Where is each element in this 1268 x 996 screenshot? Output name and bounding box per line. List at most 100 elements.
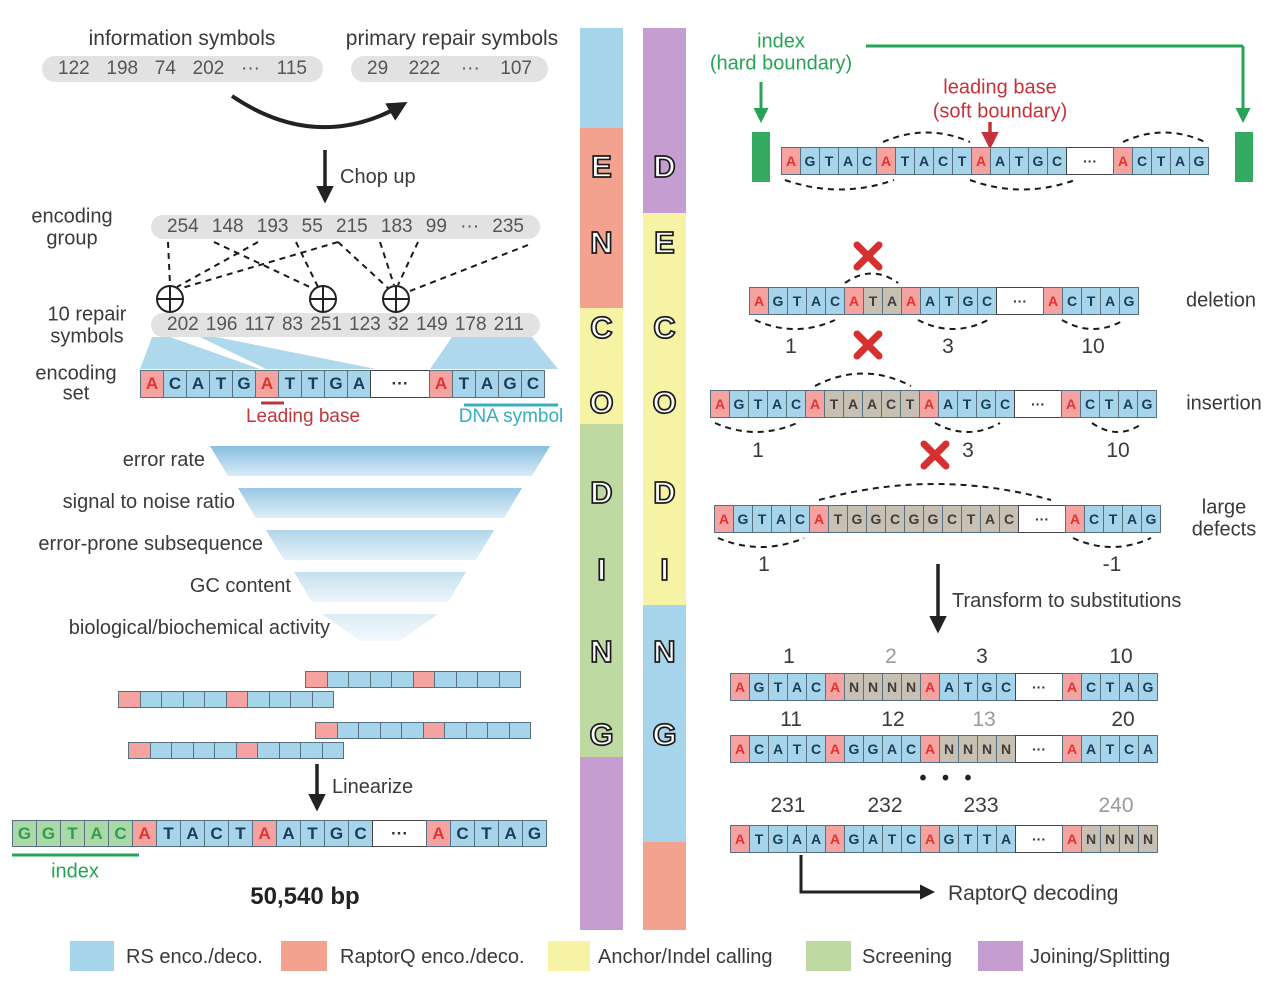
- dna-base-cell: A: [838, 147, 858, 175]
- dna-base-cell: C: [806, 735, 826, 763]
- group-number: 20: [1111, 708, 1135, 731]
- stage-bar-letter: G: [652, 716, 678, 753]
- dna-base-cell: A: [914, 147, 934, 175]
- dna-base-cell: T: [156, 820, 181, 847]
- dna-base-cell: N: [939, 735, 959, 763]
- dna-base-cell: T: [863, 287, 883, 315]
- strand-cell: [257, 742, 280, 759]
- legend-swatch-anchor: [548, 941, 590, 971]
- strand-cell: [247, 691, 270, 708]
- dna-base-cell: N: [882, 673, 902, 701]
- dna-ellipsis-cell: ···: [996, 287, 1044, 315]
- dna-base-cell: A: [876, 147, 896, 175]
- dna-ellipsis-cell: ···: [1066, 147, 1114, 175]
- strand-cell: [225, 691, 248, 708]
- pill-value: 55: [301, 216, 323, 237]
- dna-base-cell: A: [1065, 505, 1085, 533]
- dna-base-cell: G: [324, 370, 348, 398]
- stage-bar-letter: I: [659, 551, 669, 588]
- dna-base-cell: A: [426, 820, 451, 847]
- stage-bar-segment: [580, 308, 623, 424]
- dna-base-cell: T: [939, 287, 959, 315]
- dna-base-cell: T: [1100, 735, 1120, 763]
- strand-cell: [192, 742, 215, 759]
- index-boundary-bar-right: [1235, 132, 1253, 182]
- legend-label-screening: Screening: [862, 946, 953, 968]
- dna-base-cell: G: [800, 147, 820, 175]
- dna-base-cell: A: [825, 673, 845, 701]
- legend-label-joining: Joining/Splitting: [1030, 946, 1171, 968]
- group-number: 240: [1098, 794, 1134, 817]
- xor-dashed-lines: [167, 241, 529, 292]
- dna-base-cell: T: [819, 147, 839, 175]
- strand-cell: [358, 722, 381, 739]
- dna-base-cell: T: [977, 825, 997, 853]
- ellipsis-rows: • • •: [919, 767, 977, 790]
- strand-cell: [235, 742, 258, 759]
- dna-strand: [315, 722, 531, 739]
- dna-base-cell: T: [301, 370, 325, 398]
- index-boundary-bar-left: [752, 132, 770, 182]
- pill-value: 211: [493, 314, 524, 335]
- dna-base-cell: N: [1138, 825, 1158, 853]
- pill-value: 99: [425, 216, 447, 237]
- dna-base-cell: T: [749, 825, 769, 853]
- dna-base-cell: A: [429, 370, 453, 398]
- dna-base-cell: A: [920, 287, 940, 315]
- dna-strand: [128, 742, 344, 759]
- pill-value: 251: [310, 314, 342, 335]
- dna-base-cell: G: [1141, 505, 1161, 533]
- pill-value: 183: [380, 216, 413, 237]
- group-number: 233: [963, 794, 999, 817]
- chop-up-label: Chop up: [340, 166, 416, 188]
- pill-value: 29: [367, 58, 389, 79]
- dna-base-cell: C: [901, 825, 921, 853]
- dna-base-cell: C: [108, 820, 133, 847]
- dna-base-cell: N: [901, 673, 921, 701]
- dna-base-cell: T: [882, 825, 902, 853]
- dna-base-cell: A: [825, 825, 845, 853]
- repair-symbols-label-2: symbols: [50, 325, 124, 348]
- funnel-label-snr: signal to noise ratio: [62, 491, 235, 513]
- dna-base-cell: G: [1138, 673, 1158, 701]
- dna-ellipsis-cell: ···: [1018, 505, 1066, 533]
- stage-bar-segment: [643, 605, 686, 842]
- arc-number: 10: [1106, 439, 1130, 462]
- pill-value: 198: [106, 58, 139, 79]
- dna-base-cell: T: [787, 287, 807, 315]
- dna-base-cell: A: [787, 673, 807, 701]
- dna-base-cell: C: [450, 820, 475, 847]
- strand-cell: [379, 722, 402, 739]
- dna-base-cell: N: [958, 735, 978, 763]
- dna-base-cell: T: [228, 820, 253, 847]
- strand-cell: [336, 722, 359, 739]
- dna-base-cell: C: [885, 505, 905, 533]
- transform-label: Transform to substitutions: [952, 590, 1182, 612]
- dna-base-cell: A: [901, 287, 921, 315]
- dna-base-cell: C: [995, 390, 1015, 418]
- pill-value: 254: [167, 216, 199, 237]
- arc-number: 3: [962, 439, 974, 462]
- dna-base-cell: G: [904, 505, 924, 533]
- dna-base-cell: A: [1062, 673, 1082, 701]
- pill-value: ···: [460, 216, 480, 237]
- dna-base-cell: A: [990, 147, 1010, 175]
- dna-base-cell: A: [1119, 673, 1139, 701]
- dna-base-cell: G: [749, 673, 769, 701]
- dna-base-cell: G: [923, 505, 943, 533]
- dna-strand: [118, 691, 334, 708]
- strand-cell: [348, 671, 371, 688]
- dna-base-cell: C: [163, 370, 187, 398]
- dna-base-cell: T: [60, 820, 85, 847]
- stage-bar-letter: O: [652, 384, 678, 421]
- insertion-label: insertion: [1186, 392, 1262, 415]
